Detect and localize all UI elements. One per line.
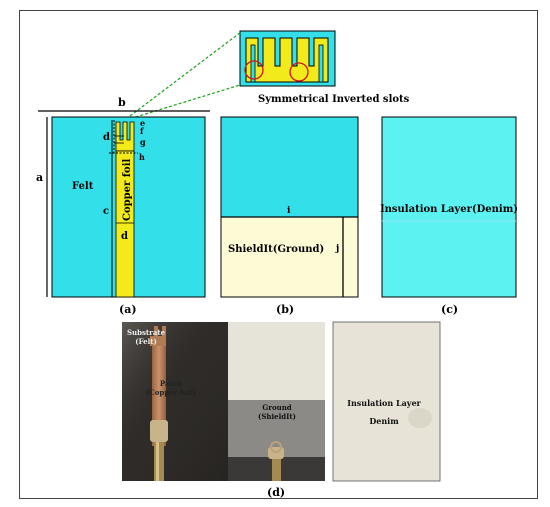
slot-marker-left (244, 60, 264, 80)
figure-frame (19, 10, 538, 499)
dim-h-label: h (139, 152, 145, 162)
copper-foil-label: Copper foil (122, 159, 133, 221)
panel-c-insulation-layout: Insulation Layer(Denim) (c) (380, 116, 518, 316)
meander-slots (115, 121, 135, 152)
dim-g-label: g (140, 137, 146, 147)
leader-line-top (125, 31, 242, 120)
photo2-ground-line1: Ground (262, 403, 292, 412)
dim-f-label: f (140, 126, 144, 136)
dim-a-label: a (36, 171, 43, 184)
inset-slots-zoom (239, 30, 336, 87)
panel-b-caption: (b) (276, 303, 294, 316)
photo2-ground-line2: (ShieldIt) (258, 412, 296, 421)
copper-foil-strip (115, 150, 135, 298)
substrate-top (220, 116, 359, 218)
panel-c-caption: (c) (441, 303, 458, 316)
slot-marker-right (289, 62, 309, 82)
photo1-patch-line2: (Copper foil) (146, 388, 196, 397)
photo1-patch-line1: Patch (160, 379, 182, 388)
denim-label: Insulation Layer(Denim) (380, 204, 518, 215)
photo-prototype-ground (228, 322, 325, 481)
dim-d-upper-label: d (103, 132, 110, 143)
photo1-substrate-line2: (Felt) (135, 337, 157, 346)
inset-caption: Symmetrical Inverted slots (258, 94, 410, 105)
ground-label: ShieldIt(Ground) (228, 244, 324, 255)
dim-d-lower-label: d (121, 231, 128, 242)
panel-d-caption: (d) (267, 486, 285, 499)
denim-layer (381, 116, 517, 298)
photo3-layer-line1: Insulation Layer (347, 398, 421, 408)
dim-b-label: b (118, 96, 126, 109)
photo-prototype-insulation (332, 321, 441, 482)
dim-c-label: c (103, 206, 109, 217)
panel-a-patch-layout: b a Felt Copper foil c d d e f g h (a) (36, 96, 210, 316)
leader-line-bottom (125, 84, 241, 121)
felt-label: Felt (72, 181, 94, 192)
inset-meander-patch (245, 37, 329, 83)
shieldit-ground (220, 216, 359, 298)
panel-b-ground-layout: i j ShieldIt(Ground) (b) (220, 116, 359, 316)
panel-a-caption: (a) (119, 303, 137, 316)
dim-e-label: e (140, 118, 145, 128)
photo3-layer-line2: Denim (369, 416, 399, 426)
photo1-substrate-line1: Substrate (127, 328, 166, 337)
photo-prototype-patch (122, 322, 228, 481)
dim-j-label: j (335, 244, 339, 254)
dim-i-label: i (287, 206, 291, 216)
